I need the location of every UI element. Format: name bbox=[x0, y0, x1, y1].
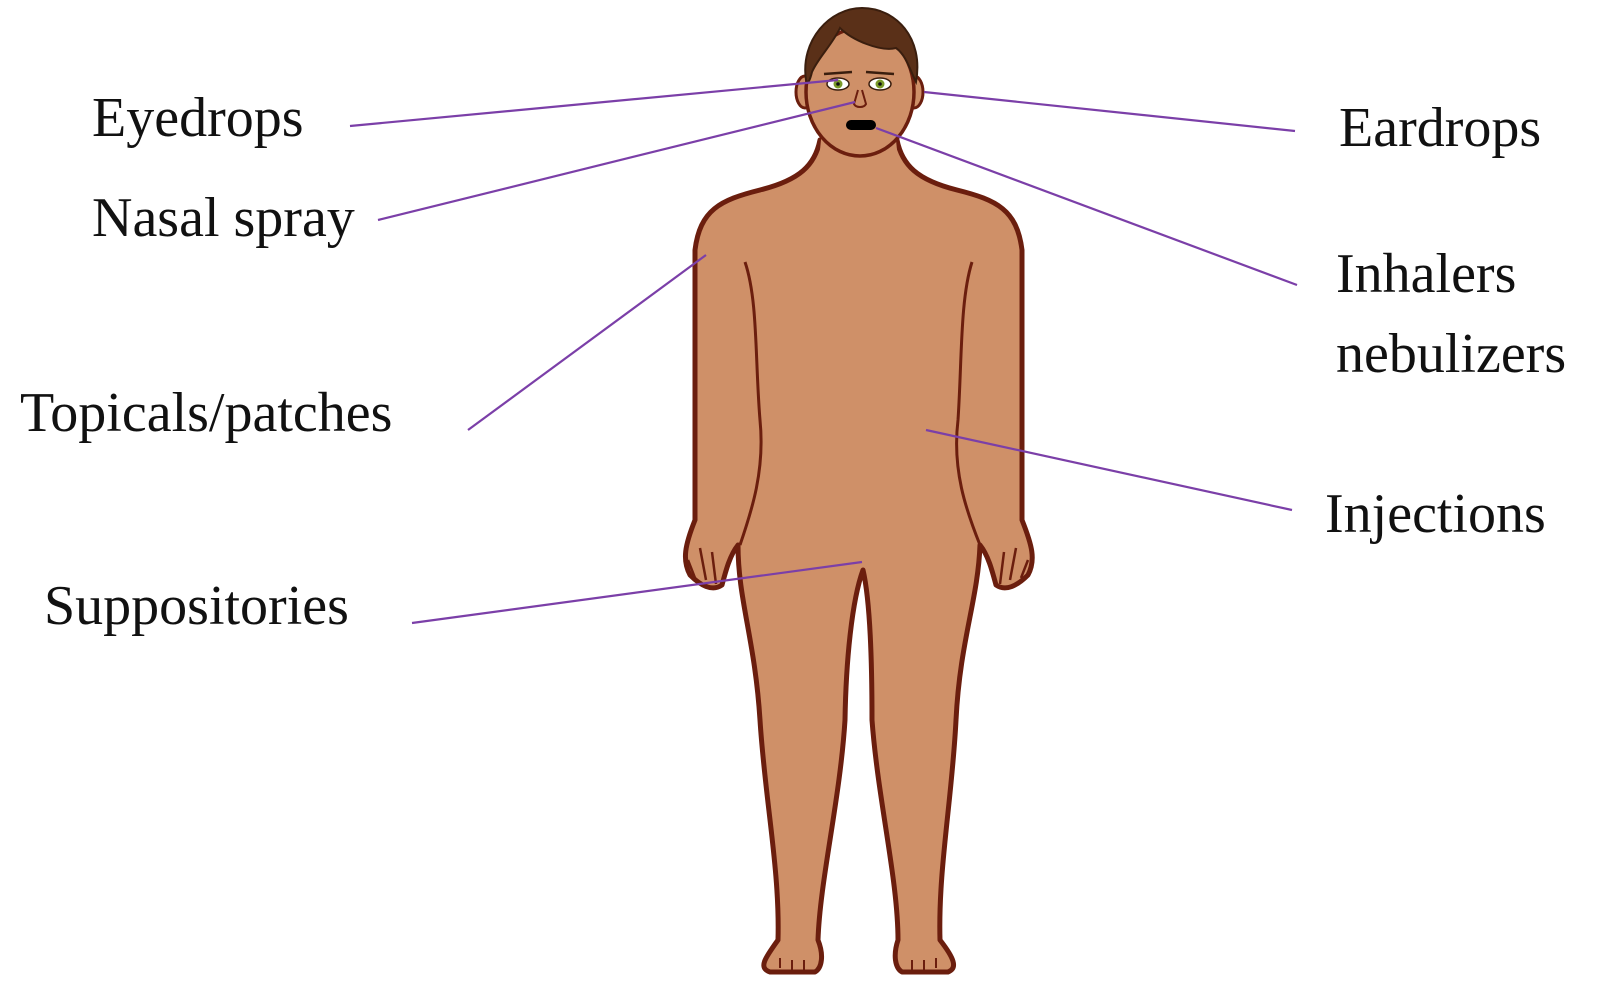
label-nasal-spray: Nasal spray bbox=[92, 190, 355, 246]
label-injections: Injections bbox=[1325, 486, 1546, 542]
label-eyedrops: Eyedrops bbox=[92, 90, 304, 146]
label-topicals-patches: Topicals/patches bbox=[20, 385, 392, 441]
label-suppositories: Suppositories bbox=[44, 578, 349, 634]
leader-line-eardrops bbox=[924, 92, 1295, 131]
human-body-figure bbox=[685, 8, 1032, 972]
leader-line-eyedrops bbox=[350, 80, 838, 126]
body-silhouette bbox=[685, 140, 1032, 972]
label-nebulizers: nebulizers bbox=[1336, 326, 1566, 382]
mouth bbox=[846, 120, 876, 130]
label-eardrops: Eardrops bbox=[1339, 100, 1541, 156]
label-inhalers: Inhalers bbox=[1336, 246, 1516, 302]
leader-line-topicals bbox=[468, 255, 706, 430]
